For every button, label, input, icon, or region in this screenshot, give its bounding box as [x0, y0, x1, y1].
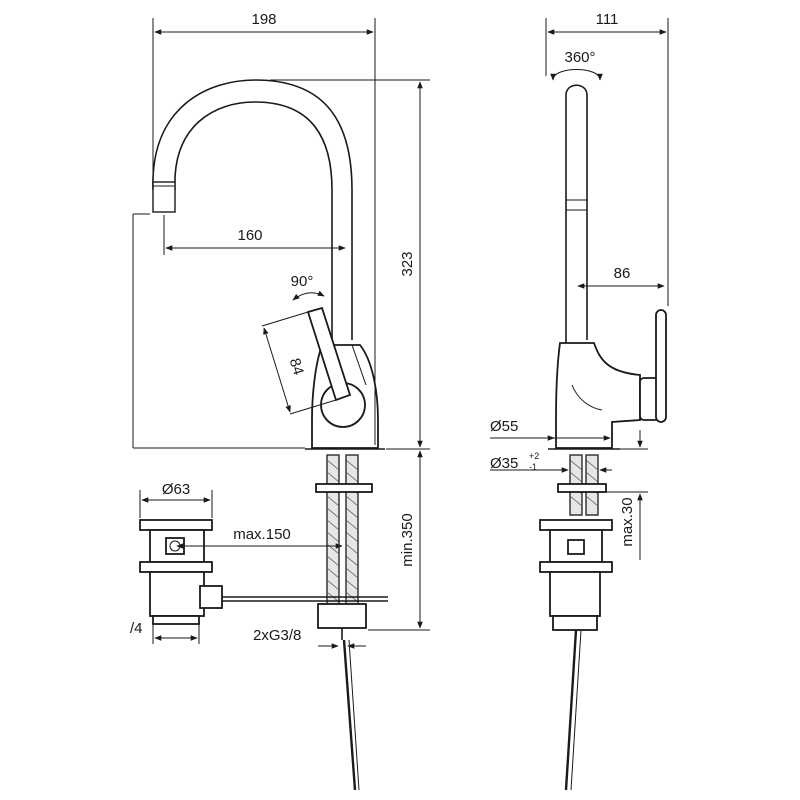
dim-connections: 2xG3/8	[253, 627, 366, 649]
dim-side-lever-offset-label: 86	[614, 265, 631, 282]
side-popup-waste	[539, 519, 613, 791]
dim-waste-offset: max.150	[176, 526, 343, 549]
front-view: 198 160 323 84 90°	[130, 11, 430, 791]
side-view: 111 360° 86 Ø55 Ø35 +2 -1	[490, 11, 669, 791]
side-mixer-body	[555, 309, 667, 449]
dim-side-depth: 111	[545, 11, 669, 306]
dim-deck-thickness: max.30	[600, 430, 648, 560]
dim-hose-length: min.350	[368, 450, 430, 631]
dim-connections-label: 2xG3/8	[253, 627, 301, 644]
dim-waste-thread: /4	[130, 620, 200, 644]
dim-hole-diameter-label: Ø35	[490, 455, 518, 472]
dim-height-label: 323	[399, 251, 416, 276]
dim-lever-rotation-label: 90°	[291, 273, 314, 290]
dim-overall-width-label: 198	[251, 11, 276, 28]
dim-left-reference	[132, 213, 305, 449]
dim-base-diameter: Ø55	[490, 418, 613, 446]
front-spout	[152, 79, 353, 350]
dim-spout-rotation-label: 360°	[564, 49, 595, 66]
dim-side-depth-label: 111	[596, 11, 619, 28]
side-hoses	[557, 454, 607, 516]
side-spout	[565, 84, 588, 345]
dim-base-diameter-label: Ø55	[490, 418, 518, 435]
dim-waste-offset-label: max.150	[233, 526, 291, 543]
front-lever-handle	[306, 306, 352, 402]
dim-hole-tolerance-lower: -1	[529, 462, 537, 472]
dim-overall-width: 198	[152, 11, 376, 445]
dim-hole-diameter: Ø35 +2 -1	[490, 451, 612, 473]
dim-spout-reach: 160	[163, 215, 346, 255]
dim-side-lever-offset: 86	[577, 265, 665, 289]
dim-lever-length-label: 84	[286, 356, 307, 377]
dim-hole-tolerance-upper: +2	[529, 451, 539, 461]
front-hoses	[315, 454, 373, 791]
dim-deck-thickness-label: max.30	[619, 497, 636, 546]
dim-lever-length: 84	[261, 311, 337, 415]
dim-lever-rotation: 90°	[291, 273, 325, 301]
dim-hose-length-label: min.350	[399, 513, 416, 566]
dim-waste-thread-label: /4	[130, 620, 143, 637]
dim-waste-diameter-label: Ø63	[162, 481, 190, 498]
dim-spout-reach-label: 160	[237, 227, 262, 244]
dim-waste-diameter: Ø63	[139, 481, 213, 518]
dim-spout-rotation: 360°	[550, 49, 603, 81]
dim-height: 323	[270, 79, 430, 450]
